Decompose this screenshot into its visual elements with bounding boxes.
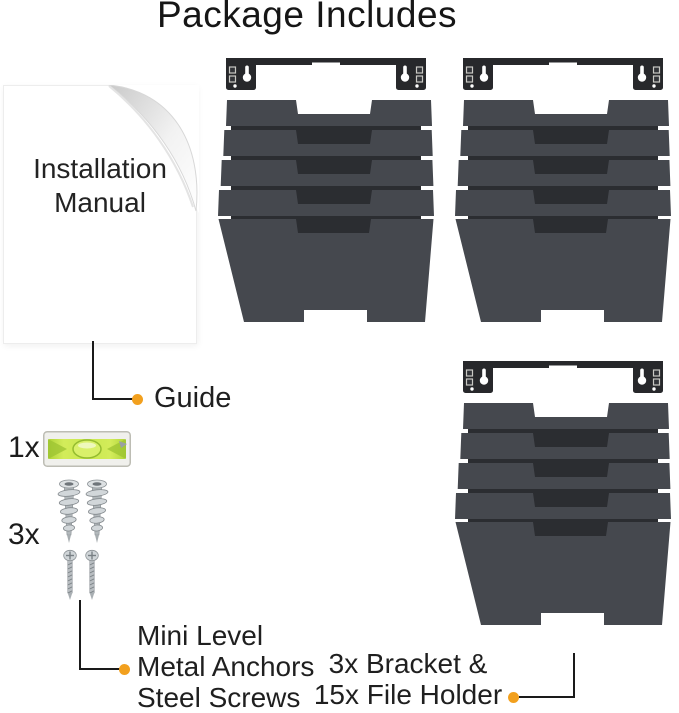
installation-manual: Installation Manual (3, 85, 199, 344)
callout-line-hardware (79, 600, 121, 670)
page-title: Package Includes (156, 0, 458, 35)
hardware-label-steel-screws: Steel Screws (137, 682, 301, 713)
callout-line-guide (92, 341, 133, 400)
callout-line-holders (519, 653, 575, 698)
wall-file-holder-unit-1 (218, 55, 434, 325)
guide-label: Guide (154, 382, 232, 414)
screw-icon (62, 549, 78, 601)
hardware-label-mini-level: Mini Level (137, 620, 264, 651)
wall-file-holder-unit-3 (455, 358, 671, 628)
anchors-qty-label: 3x (8, 518, 40, 551)
hardware-label-metal-anchors: Metal Anchors (137, 651, 315, 682)
holder-label-line2: 15x File Holder (313, 679, 503, 710)
page-curl-icon (108, 85, 199, 213)
level-qty-label: 1x (8, 431, 40, 464)
holder-labels: 3x Bracket & 15x File Holder (302, 648, 514, 710)
screw-icon (84, 549, 100, 601)
manual-text-line2: Manual (54, 187, 146, 218)
drywall-anchor-icon (54, 477, 84, 547)
drywall-anchor-icon (82, 477, 112, 547)
holder-label-line1: 3x Bracket & (328, 648, 488, 679)
orange-callout-dot (508, 692, 519, 703)
manual-text: Installation Manual (4, 152, 196, 220)
bubble-level-icon (43, 431, 131, 467)
orange-callout-dot (132, 394, 143, 405)
wall-file-holder-unit-2 (455, 55, 671, 325)
manual-text-line1: Installation (33, 153, 167, 184)
orange-callout-dot (119, 664, 130, 675)
hardware-labels: Mini Level Metal Anchors Steel Screws (137, 620, 314, 713)
